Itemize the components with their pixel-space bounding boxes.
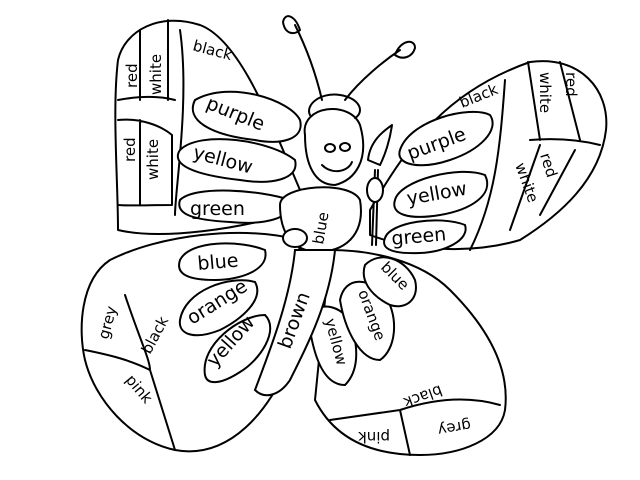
label-bl-blue: blue xyxy=(197,249,240,274)
label-bl-black: black xyxy=(138,313,173,357)
top-right-wing xyxy=(369,60,608,255)
label-tr-red-2: red xyxy=(536,151,561,180)
label-tr-white-1: white xyxy=(536,72,554,113)
label-tr-green: green xyxy=(391,223,448,250)
label-br-pink: pink xyxy=(358,428,390,446)
eye-icon xyxy=(324,143,336,153)
bottom-right-wing xyxy=(308,249,507,456)
label-tr-white-2: white xyxy=(511,160,542,205)
label-tr-red-1: red xyxy=(562,72,580,97)
label-tl-black: black xyxy=(191,36,234,64)
label-br-grey: grey xyxy=(436,416,472,440)
label-tl-red-2: red xyxy=(121,137,139,162)
butterfly-body xyxy=(253,15,416,397)
label-tl-white-2: white xyxy=(144,139,162,180)
label-tl-red-1: red xyxy=(123,63,141,88)
label-body-blue: blue xyxy=(309,211,332,246)
label-tl-white-1: white xyxy=(147,54,165,95)
eye-icon xyxy=(339,142,351,152)
label-bl-grey: grey xyxy=(94,304,120,341)
label-tr-black: black xyxy=(457,80,501,112)
label-tl-green: green xyxy=(190,198,245,220)
top-left-wing xyxy=(114,19,302,235)
bottom-left-wing xyxy=(80,231,301,453)
label-br-black: black xyxy=(401,381,445,412)
